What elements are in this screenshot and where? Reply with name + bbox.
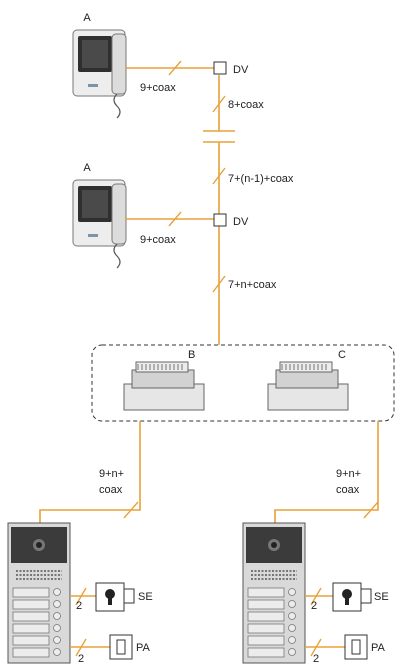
door-lock-icon [332, 582, 372, 612]
module-enclosure: B C [91, 344, 395, 422]
riser-cable-label-2: 7+(n-1)+coax [228, 173, 294, 185]
panel-1-cable-label-line1: 9+n+ [99, 468, 124, 480]
module-c-label: C [338, 349, 346, 361]
door-lock-icon [95, 582, 135, 612]
monitor-1: A 9+coax DV [72, 12, 249, 119]
riser-cable-label-1: 8+coax [228, 99, 264, 111]
lock-1-tick [75, 587, 87, 606]
panel-2-cable-label-line2: coax [336, 484, 360, 496]
button-2-wires-label: 2 [313, 653, 319, 665]
lock-2-label: SE [374, 591, 389, 603]
panel-1-cable-label-line2: coax [99, 484, 123, 496]
module-b-label: B [188, 349, 195, 361]
push-button-icon [109, 634, 133, 660]
riser-tick-2 [212, 167, 226, 185]
cable-break-symbol [203, 130, 235, 143]
button-1-tick [75, 638, 87, 657]
panel-2-wire [274, 421, 379, 523]
riser-wiring: 8+coax 7+(n-1)+coax 7+n+coax [203, 75, 294, 345]
module-b-icon [123, 361, 205, 411]
door-panel-icon [242, 522, 306, 664]
door-panel-icon [7, 522, 71, 664]
monitor-1-label: A [83, 12, 91, 24]
dv-label-2: DV [233, 216, 249, 228]
push-button-icon [344, 634, 368, 660]
videophone-icon [72, 29, 127, 119]
panel-2-cable-label-line1: 9+n+ [336, 468, 361, 480]
button-1-wires-label: 2 [78, 653, 84, 665]
panel-1-tick [123, 501, 139, 519]
module-c-icon [267, 361, 349, 411]
monitor-2-label: A [83, 162, 91, 174]
panel-1-wiring: 9+n+ coax [39, 421, 141, 523]
monitor-1-tick [168, 60, 182, 76]
monitor-2-cable-label: 9+coax [140, 234, 176, 246]
videophone-icon [72, 179, 127, 269]
monitor-1-cable-label: 9+coax [140, 82, 176, 94]
lock-1-label: SE [138, 591, 153, 603]
panel-2-tick [363, 501, 379, 519]
panel-2-wiring: 9+n+ coax [274, 421, 379, 523]
dv-junction-box-1 [213, 61, 227, 75]
lock-2-wires-label: 2 [311, 600, 317, 612]
lock-2-tick [310, 587, 322, 606]
dv-label-1: DV [233, 64, 249, 76]
button-1-label: PA [136, 642, 151, 654]
riser-cable-label-3: 7+n+coax [228, 279, 277, 291]
dashed-enclosure-box [91, 344, 395, 422]
monitor-2: A 9+coax DV [72, 162, 249, 269]
lock-1-wires-label: 2 [76, 600, 82, 612]
button-2-tick [310, 638, 322, 657]
riser-tick-3 [212, 275, 226, 293]
riser-tick-1 [212, 95, 226, 113]
door-panel-1: 2 SE 2 PA [7, 522, 153, 665]
panel-1-wire [39, 421, 141, 523]
dv-junction-box-2 [213, 213, 227, 227]
button-2-label: PA [371, 642, 386, 654]
monitor-2-tick [168, 211, 182, 227]
door-panel-2: 2 SE 2 PA [242, 522, 389, 665]
